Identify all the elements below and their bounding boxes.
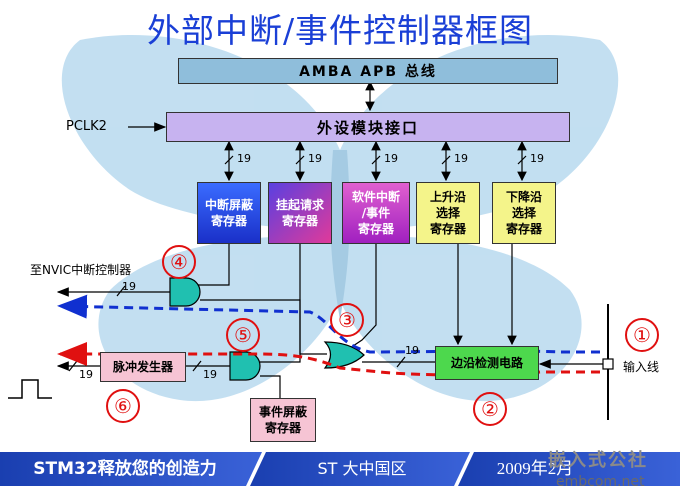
bus-width-label: 19 xyxy=(454,152,468,165)
footer-right: 2009年2月 xyxy=(496,459,574,478)
marker-2: ② xyxy=(473,392,507,426)
marker-5: ⑤ xyxy=(226,318,260,352)
bus-width-label: 19 xyxy=(308,152,322,165)
bus-width-label: 19 xyxy=(122,280,136,293)
bus-width-label: 19 xyxy=(405,344,419,357)
watermark-logo: 嵌入式公社 xyxy=(548,450,648,471)
or-gate xyxy=(323,341,365,369)
marker-6: ⑥ xyxy=(106,389,140,423)
interrupt-mask-register: 中断屏蔽 寄存器 xyxy=(197,182,261,244)
footer-middle: ST 大中国区 xyxy=(317,459,407,478)
marker-3: ③ xyxy=(330,303,364,337)
bus-width-label: 19 xyxy=(237,152,251,165)
rising-edge-select-register: 上升沿 选择 寄存器 xyxy=(416,182,480,244)
marker-1: ① xyxy=(625,318,659,352)
pulse-waveform-icon xyxy=(8,379,52,399)
and-gate-event xyxy=(229,351,261,381)
input-line-label: 输入线 xyxy=(623,360,660,374)
pclk-label: PCLK2 xyxy=(66,119,107,134)
bus-width-label: 19 xyxy=(384,152,398,165)
software-interrupt-event-register: 软件中断 /事件 寄存器 xyxy=(342,182,410,244)
pulse-generator: 脉冲发生器 xyxy=(100,352,186,382)
watermark-url: embcom.net xyxy=(556,474,645,490)
bus-width-label: 19 xyxy=(79,368,93,381)
nvic-label: 至NVIC中断控制器 xyxy=(30,263,132,277)
bus-width-label: 19 xyxy=(530,152,544,165)
pending-request-register: 挂起请求 寄存器 xyxy=(268,182,332,244)
amba-apb-bus: AMBA APB 总线 xyxy=(178,58,558,84)
edge-detect-circuit: 边沿检测电路 xyxy=(435,346,539,380)
page-title: 外部中断/事件控制器框图 xyxy=(146,11,534,50)
bus-width-label: 19 xyxy=(203,368,217,381)
marker-4: ④ xyxy=(162,245,196,279)
falling-edge-select-register: 下降沿 选择 寄存器 xyxy=(492,182,556,244)
footer-left: STM32释放您的创造力 xyxy=(33,459,217,479)
interrupt-path xyxy=(57,294,600,354)
and-gate-interrupt xyxy=(169,277,201,307)
peripheral-interface: 外设模块接口 xyxy=(166,112,570,142)
event-mask-register: 事件屏蔽 寄存器 xyxy=(250,398,316,442)
